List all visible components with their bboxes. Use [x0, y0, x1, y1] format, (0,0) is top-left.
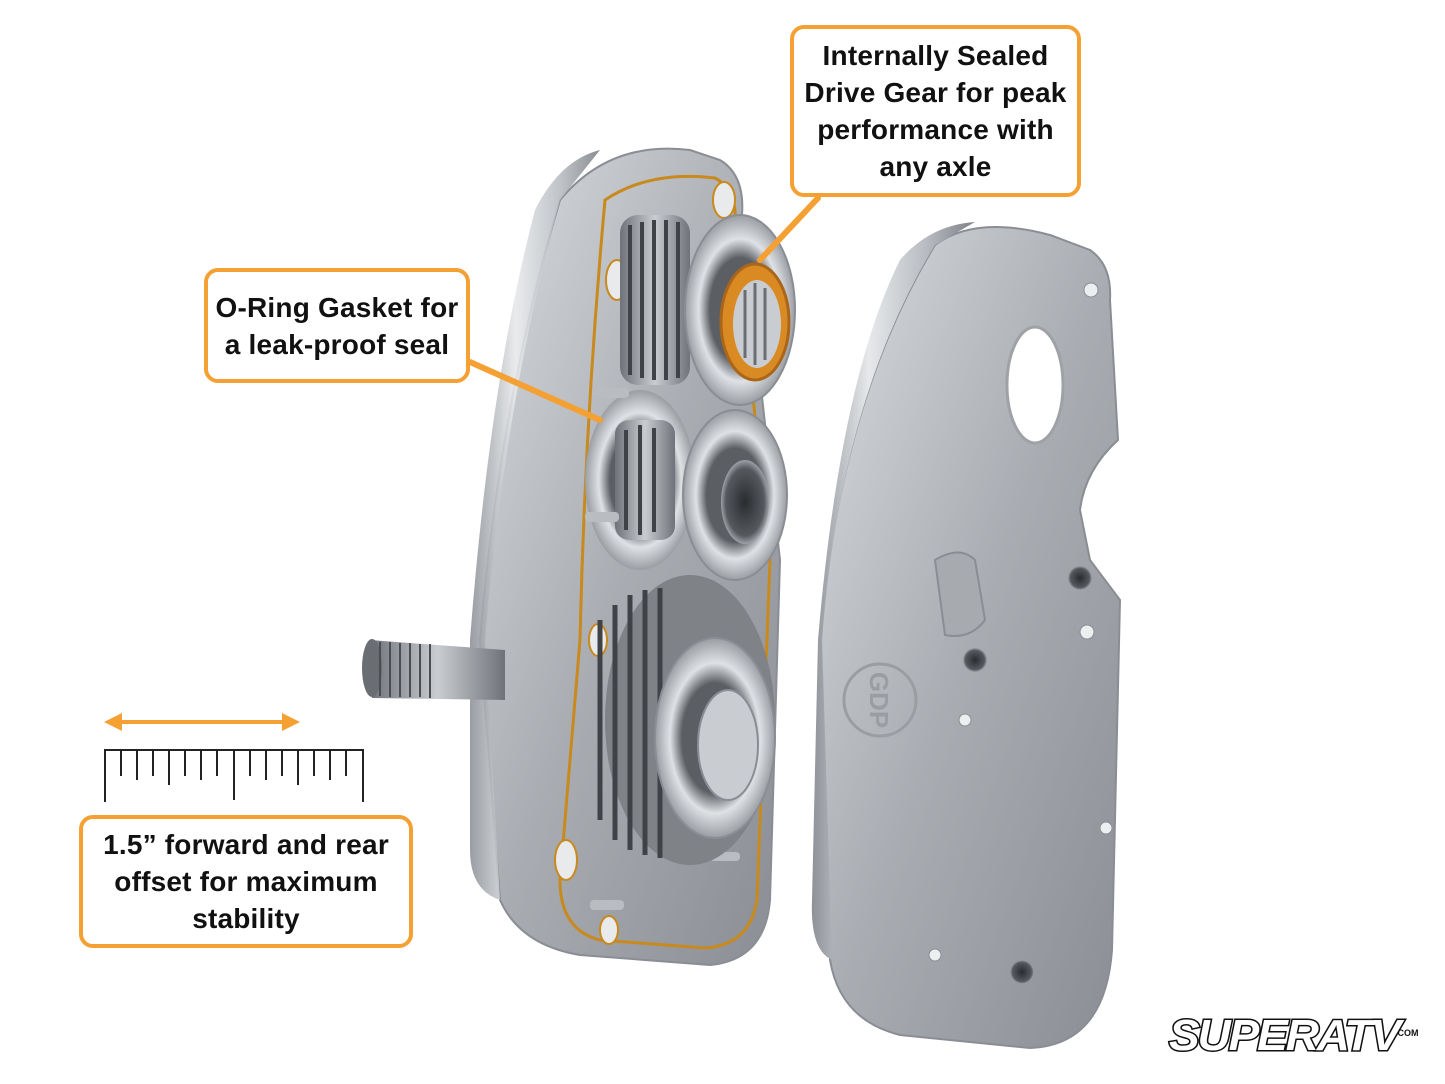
callout-offset: 1.5” forward and rear offset for maximum… — [79, 815, 413, 948]
offset-arrow — [104, 713, 300, 731]
superatv-logo: SUPERATV .COM — [1168, 1010, 1419, 1062]
offset-ruler — [104, 749, 364, 802]
callout-o-ring-gasket-text: O-Ring Gasket for a leak-proof seal — [215, 291, 459, 360]
svg-text:.COM: .COM — [1395, 1028, 1419, 1038]
svg-text:SUPERATV: SUPERATV — [1169, 1011, 1405, 1060]
gearbox-housing-open — [362, 147, 796, 967]
callout-offset-text: 1.5” forward and rear offset for maximum… — [103, 829, 389, 934]
gdp-engraving: GDP — [842, 662, 918, 738]
callout-leaders — [467, 195, 821, 423]
svg-text:GDP: GDP — [864, 672, 894, 728]
callout-drive-gear-text: Internally Sealed Drive Gear for peak pe… — [804, 40, 1067, 182]
callout-drive-gear: Internally Sealed Drive Gear for peak pe… — [790, 25, 1081, 197]
gearbox-housing-cover: GDP — [811, 222, 1122, 1050]
callout-o-ring-gasket: O-Ring Gasket for a leak-proof seal — [204, 268, 470, 383]
